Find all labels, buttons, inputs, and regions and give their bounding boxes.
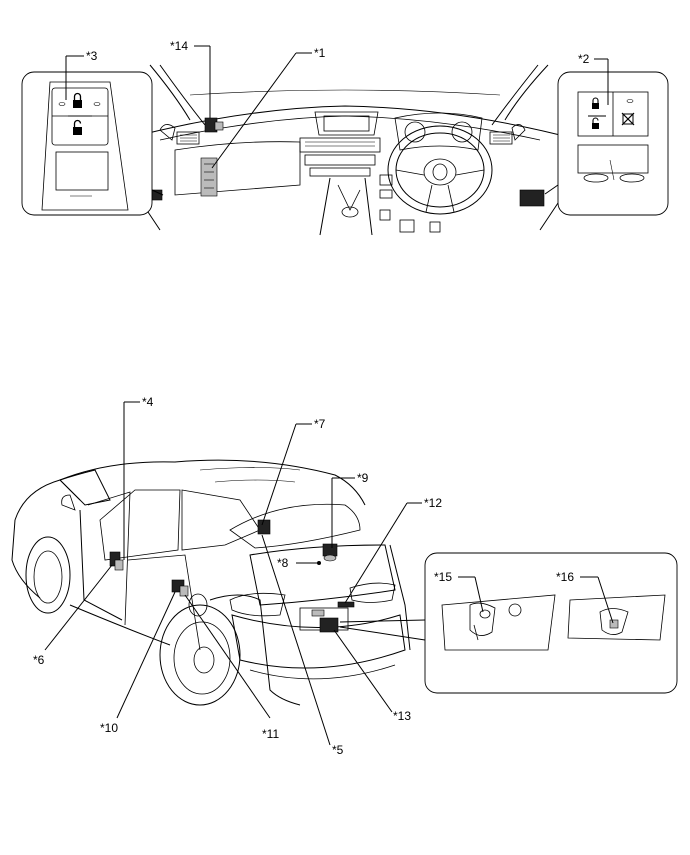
- callout-1: *1: [314, 46, 326, 60]
- callout-5: *5: [332, 743, 344, 757]
- callout-12: *12: [424, 496, 442, 510]
- component-trim: [311, 609, 325, 617]
- component-back-door-switch: [337, 601, 355, 608]
- junction-block: [200, 157, 218, 197]
- callout-11: *11: [262, 727, 279, 741]
- inset-right-door-lock-switch: [544, 71, 669, 216]
- callout-4: *4: [142, 395, 154, 409]
- vehicle-illustration: [11, 459, 411, 706]
- callout-16: *16: [556, 570, 574, 584]
- callout-9: *9: [357, 471, 369, 485]
- component-back-door-9: [322, 543, 338, 562]
- component-back-door-7: [257, 519, 271, 535]
- callout-7: *7: [314, 417, 326, 431]
- callout-15: *15: [434, 570, 452, 584]
- callout-6: *6: [33, 653, 45, 667]
- dashboard-illustration: [139, 64, 561, 236]
- callout-8: *8: [277, 556, 289, 570]
- unlock-icon: [592, 117, 599, 129]
- callout-13: *13: [393, 709, 411, 723]
- callout-2: *2: [578, 52, 590, 66]
- component-back-door-lock: [319, 617, 339, 633]
- callout-14: *14: [170, 39, 188, 53]
- callout-10: *10: [100, 721, 118, 735]
- unlock-icon: [73, 119, 82, 135]
- inset-left-door-lock-switch: [21, 71, 164, 216]
- leader-lines: [44, 45, 614, 746]
- component-front-door-lock: [109, 551, 124, 571]
- lock-icon: [592, 97, 599, 109]
- component-rear-door-lock: [171, 579, 189, 597]
- window-lock-icon: [621, 112, 635, 126]
- lock-icon: [73, 92, 82, 108]
- callout-3: *3: [86, 49, 98, 63]
- inset-back-door-detail: [339, 552, 678, 694]
